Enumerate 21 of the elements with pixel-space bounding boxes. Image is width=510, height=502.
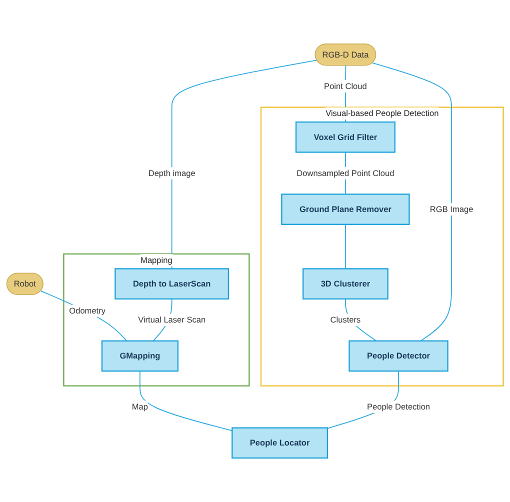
connector (171, 60, 318, 270)
node-box: People Detector (348, 340, 448, 372)
edge-label: Depth image (148, 168, 196, 178)
edge-label: Virtual Laser Scan (138, 314, 206, 324)
connector (40, 290, 128, 342)
node-box: 3D Clusterer (302, 268, 388, 300)
edge-label: Downsampled Point Cloud (296, 168, 394, 178)
node-box: People Locator (232, 427, 328, 459)
node-box: GMapping (101, 340, 179, 372)
edge-label: Clusters (330, 314, 361, 324)
edge-label: Map (132, 402, 148, 412)
node-box: Voxel Grid Filter (295, 121, 396, 153)
node-box: Depth to LaserScan (114, 268, 230, 300)
node-box: Ground Plane Remover (281, 194, 410, 225)
connector (372, 62, 452, 342)
edge-label: RGB Image (430, 204, 474, 214)
edge-label: People Detection (366, 402, 430, 412)
connector (345, 224, 346, 270)
edge-label: Odometry (69, 306, 106, 316)
connector (140, 370, 233, 432)
edge-label: Point Cloud (324, 81, 367, 91)
